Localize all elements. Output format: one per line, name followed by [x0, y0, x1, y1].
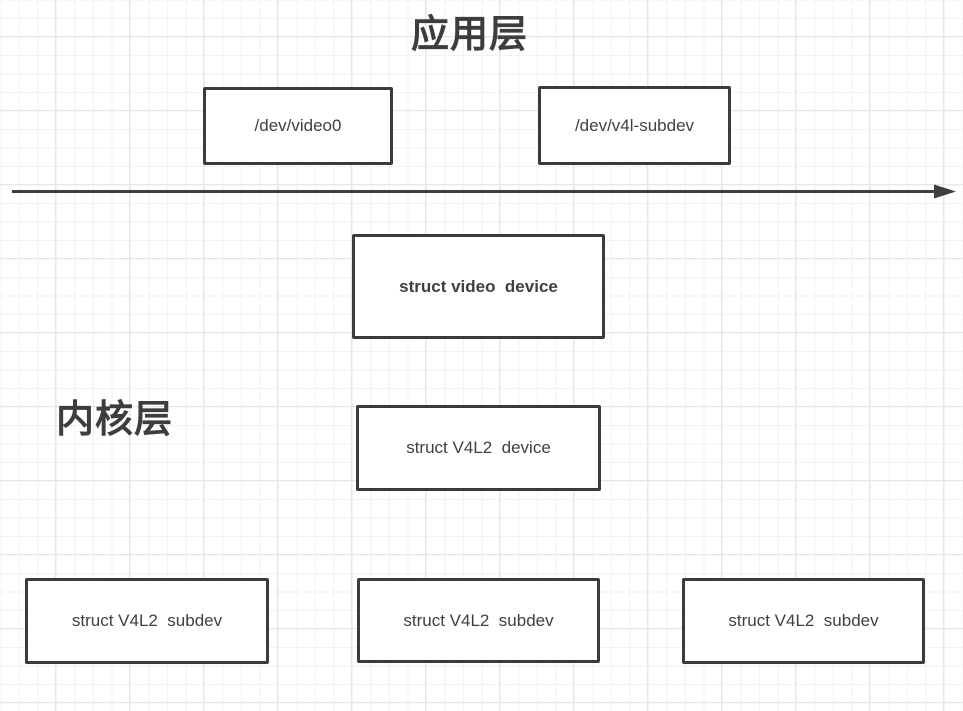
node-dev-v4l-subdev-label: /dev/v4l-subdev: [574, 115, 695, 135]
layer-divider-arrow-icon: [12, 184, 956, 199]
kernel-layer-label: 内核层: [56, 399, 174, 441]
node-struct-v4l2-subdev-middle: struct V4L2 subdev: [357, 578, 600, 663]
node-dev-video0: /dev/video0: [203, 87, 393, 165]
node-struct-v4l2-subdev-left-label: struct V4L2 subdev: [71, 611, 223, 630]
node-struct-video-device-label: struct video device: [399, 276, 558, 296]
node-struct-v4l2-subdev-left: struct V4L2 subdev: [25, 578, 269, 664]
node-dev-v4l-subdev: /dev/v4l-subdev: [538, 86, 731, 165]
application-layer-label: 应用层: [411, 14, 529, 56]
node-struct-video-device: struct video device: [352, 234, 605, 339]
node-struct-v4l2-subdev-right-label: struct V4L2 subdev: [728, 611, 879, 630]
node-struct-v4l2-subdev-right: struct V4L2 subdev: [682, 578, 925, 664]
node-struct-v4l2-subdev-middle-label: struct V4L2 subdev: [403, 610, 554, 630]
node-struct-v4l2-device-label: struct V4L2 device: [406, 438, 551, 457]
node-dev-video0-label: /dev/video0: [254, 116, 342, 135]
node-struct-v4l2-device: struct V4L2 device: [356, 405, 601, 491]
